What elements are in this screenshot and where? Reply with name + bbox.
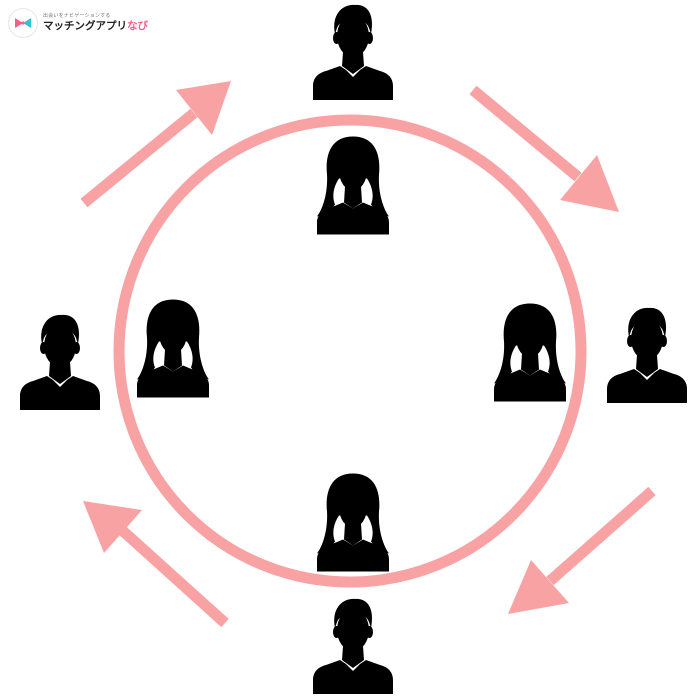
arrow-top-right (469, 85, 619, 212)
man-left-icon (20, 314, 100, 410)
brand-tagline: 出会いをナビゲーションする (43, 13, 111, 20)
man-bottom-icon (313, 598, 393, 694)
arrow-top-left (80, 81, 231, 208)
woman-right-icon (494, 303, 566, 402)
woman-bottom-icon (317, 473, 389, 572)
woman-left-icon (137, 299, 209, 398)
arrow-bottom-left (83, 501, 229, 628)
brand-name-main: マッチングアプリ (43, 20, 127, 33)
brand-name: マッチングアプリなび (43, 21, 148, 32)
arrow-bottom-right (508, 486, 656, 614)
rotation-ring (113, 114, 587, 588)
ribbon-logo-icon (8, 8, 38, 38)
man-top-icon (313, 4, 393, 100)
brand-name-accent: なび (127, 20, 148, 33)
man-right-icon (607, 307, 687, 403)
brand-logo: 出会いをナビゲーションする マッチングアプリなび (8, 8, 148, 38)
woman-top-icon (317, 136, 389, 235)
